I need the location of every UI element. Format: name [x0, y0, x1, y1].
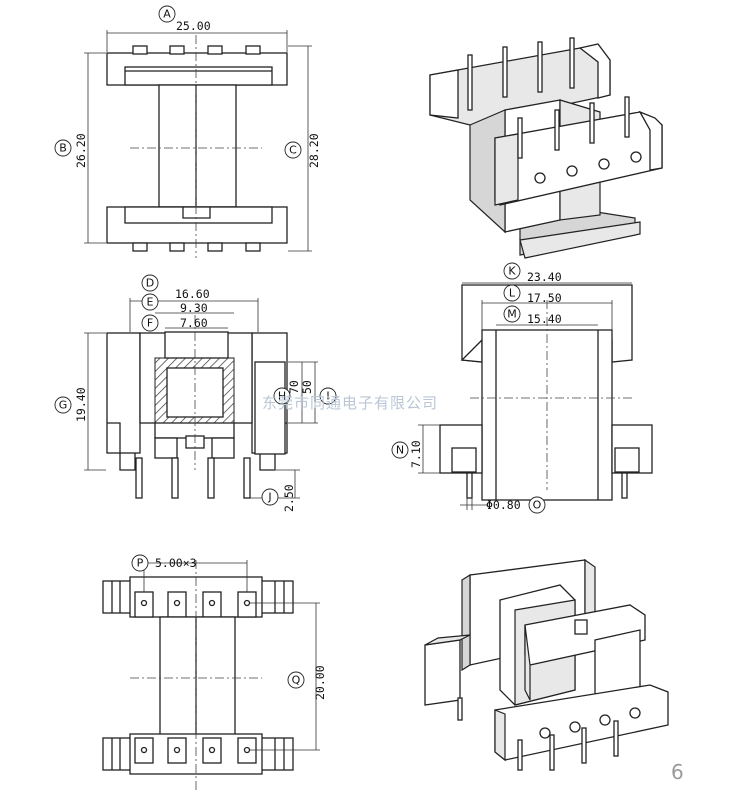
- callout-n: [391, 441, 409, 459]
- callout-i-letter: I: [326, 390, 329, 403]
- callout-c-letter: C: [289, 144, 297, 157]
- callout-p-letter: P: [137, 557, 144, 570]
- callout-g-letter: G: [59, 399, 68, 412]
- dim-a-value: 25.00: [176, 19, 211, 33]
- callout-m-letter: M: [507, 308, 517, 321]
- callout-j-letter: J: [267, 491, 271, 504]
- callout-o-letter: O: [533, 499, 542, 512]
- callout-f: [141, 314, 159, 332]
- callout-a-letter: A: [163, 8, 171, 21]
- callout-e: [141, 293, 159, 311]
- isometric-view-bottom: [424, 558, 669, 771]
- top-view: A 25.00 B 26.20 C 28.20: [54, 5, 321, 258]
- page-number: 6: [671, 760, 684, 784]
- dim-c-value: 28.20: [307, 133, 321, 168]
- dim-p-value: 5.00×3: [155, 556, 197, 570]
- dim-n-value: 7.10: [409, 440, 423, 468]
- callout-o: [528, 496, 546, 514]
- dim-g-value: 19.40: [74, 387, 88, 422]
- callout-q-letter: Q: [292, 674, 301, 687]
- callout-i: [319, 387, 337, 405]
- bottom-view: P 5.00×3 Q 20.00: [102, 554, 327, 790]
- callout-f-letter: F: [147, 317, 153, 330]
- dim-f-value: 7.60: [180, 316, 208, 330]
- callout-h: [273, 387, 291, 405]
- dim-h-value: 70: [287, 380, 301, 394]
- side-view: K 23.40 L 17.50 M 15.40 N 7.10 Φ0.80 O: [391, 262, 653, 514]
- callout-e-letter: E: [147, 296, 154, 309]
- dim-j-value: 2.50: [282, 484, 296, 512]
- dim-q-value: 20.00: [313, 665, 327, 700]
- callout-a: [158, 5, 176, 23]
- callout-l-letter: L: [509, 287, 516, 300]
- dim-l-value: 17.50: [527, 291, 562, 305]
- callout-h-letter: H: [278, 390, 286, 403]
- dim-d-value: 16.60: [175, 287, 210, 301]
- isometric-view-top: [429, 37, 663, 259]
- callout-k: [503, 262, 521, 280]
- watermark-text: 东莞市同通电子有限公司: [262, 394, 438, 412]
- callout-n-letter: N: [396, 444, 404, 457]
- dim-e-value: 9.30: [180, 301, 208, 315]
- callout-l: [503, 284, 521, 302]
- callout-m: [503, 305, 521, 323]
- callout-b-letter: B: [59, 142, 67, 155]
- dim-b-value: 26.20: [74, 133, 88, 168]
- callout-g: [54, 396, 72, 414]
- dim-m-value: 15.40: [527, 312, 562, 326]
- callout-k-letter: K: [508, 265, 516, 278]
- dim-i-value: 50: [300, 380, 314, 394]
- callout-c: [284, 141, 302, 159]
- callout-q: [287, 671, 305, 689]
- front-view: D 16.60 E 9.30 F 7.60 G 19.40 H 70 50 I: [54, 274, 337, 512]
- callout-b: [54, 139, 72, 157]
- dim-o-value: Φ0.80: [486, 498, 521, 512]
- callout-d-letter: D: [146, 277, 154, 290]
- callout-d: [141, 274, 159, 292]
- callout-p: [131, 554, 149, 572]
- callout-j: [261, 488, 279, 506]
- dim-k-value: 23.40: [527, 270, 562, 284]
